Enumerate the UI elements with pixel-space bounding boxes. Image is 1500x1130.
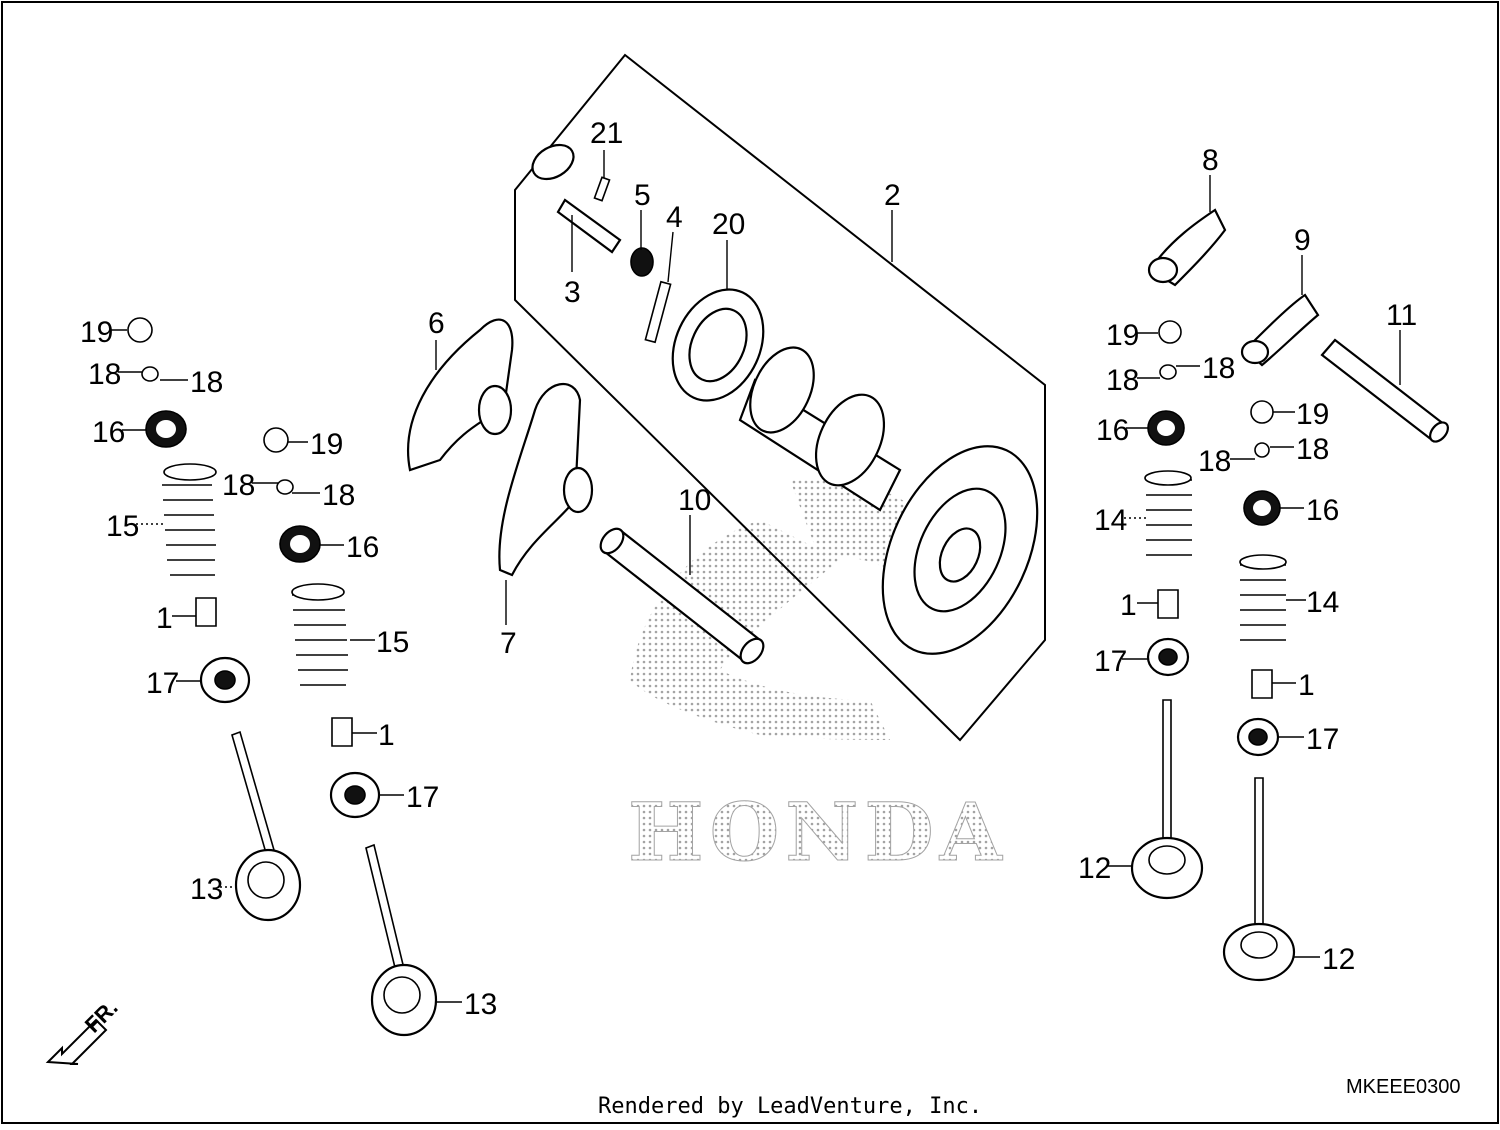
seal-part-1 <box>1157 589 1179 619</box>
callout-12: 12 <box>1322 943 1355 976</box>
callout-3: 3 <box>564 276 581 309</box>
callout-12: 12 <box>1078 852 1111 885</box>
callout-20: 20 <box>712 208 745 241</box>
rocker-arm-part-6 <box>407 318 514 472</box>
cotter-part-18 <box>1159 364 1177 380</box>
valve-train-right-d <box>1222 400 1296 982</box>
callout-19: 19 <box>310 428 343 461</box>
spring-part-15 <box>162 463 217 576</box>
rocker-shaft-part-11 <box>1320 338 1449 443</box>
camshaft-assembly-box <box>514 53 1046 742</box>
render-credit: Rendered by LeadVenture, Inc. <box>598 1094 982 1119</box>
rocker-arm-part-8 <box>1147 208 1227 287</box>
decomp-weight-part <box>531 143 575 181</box>
callout-13: 13 <box>464 988 497 1021</box>
decomp-shaft-part <box>556 198 622 254</box>
callout-16: 16 <box>346 531 379 564</box>
callout-15: 15 <box>106 510 139 543</box>
callout-14: 14 <box>1094 504 1127 537</box>
watermark-brand-text: HONDA <box>628 785 1008 879</box>
callout-7: 7 <box>500 627 517 660</box>
callout-18: 18 <box>1296 433 1329 466</box>
decompressor-parts <box>531 143 672 344</box>
camshaft-part-2 <box>738 346 1039 655</box>
callout-16: 16 <box>1306 494 1339 527</box>
callout-13: 13 <box>190 873 223 906</box>
shim-part-19 <box>127 317 153 343</box>
diagram-code: MKEEE0300 <box>1346 1076 1461 1098</box>
callout-10: 10 <box>678 484 711 517</box>
callout-17: 17 <box>146 667 179 700</box>
valve-train-left-b <box>263 427 438 1037</box>
callout-18: 18 <box>88 358 121 391</box>
callout-17: 17 <box>1094 645 1127 678</box>
callout-5: 5 <box>634 179 651 212</box>
callout-18: 18 <box>190 366 223 399</box>
cotter-part-18 <box>276 479 294 495</box>
callout-1: 1 <box>156 602 173 635</box>
seal-part-1 <box>1251 669 1273 699</box>
front-direction-marker: FR. <box>45 995 123 1065</box>
pin-part-4 <box>644 280 672 344</box>
pin-part-21 <box>593 176 611 202</box>
callout-17: 17 <box>406 781 439 814</box>
rocker-shaft-part-10 <box>599 527 765 665</box>
spring-part-15 <box>291 583 348 686</box>
callout-1: 1 <box>1120 589 1137 622</box>
rocker-arm-part-7 <box>498 382 594 577</box>
valve-part-12 <box>1130 699 1204 900</box>
callout-19: 19 <box>80 316 113 349</box>
shim-part-19 <box>1158 320 1182 344</box>
callout-16: 16 <box>92 416 125 449</box>
valve-train-left-a <box>127 317 302 922</box>
callout-1: 1 <box>378 719 395 752</box>
callout-18: 18 <box>322 479 355 512</box>
rocker-arm-part-9 <box>1240 293 1320 367</box>
callout-18: 18 <box>1202 352 1235 385</box>
cotter-part-18 <box>1254 442 1270 458</box>
spring-part-5 <box>630 247 654 277</box>
front-arrow-icon <box>45 1018 108 1065</box>
spring-part-14 <box>1144 470 1192 556</box>
valve-part-13 <box>231 730 302 922</box>
callout-6: 6 <box>428 307 445 340</box>
callout-18: 18 <box>1106 364 1139 397</box>
callout-16: 16 <box>1096 414 1129 447</box>
callout-21: 21 <box>590 117 623 150</box>
callout-18: 18 <box>222 469 255 502</box>
callout-19: 19 <box>1296 398 1329 431</box>
bearing-part-20 <box>671 288 765 402</box>
callout-17: 17 <box>1306 723 1339 756</box>
callout-8: 8 <box>1202 144 1219 177</box>
callout-19: 19 <box>1106 319 1139 352</box>
callout-18: 18 <box>1198 445 1231 478</box>
valve-train-right-c <box>1130 320 1204 900</box>
shim-part-19 <box>1250 400 1274 424</box>
callout-15: 15 <box>376 626 409 659</box>
seal-part-1 <box>195 597 217 627</box>
callout-14: 14 <box>1306 586 1339 619</box>
valve-part-13 <box>365 843 438 1037</box>
shim-part-19 <box>263 427 289 453</box>
seal-part-1 <box>331 717 353 747</box>
callout-labels: 21 5 4 3 20 2 6 7 10 8 9 11 19 18 18 16 … <box>80 117 1417 1021</box>
callout-4: 4 <box>666 201 683 234</box>
callout-2: 2 <box>884 179 901 212</box>
callout-1: 1 <box>1298 669 1315 702</box>
valve-part-12 <box>1222 777 1296 982</box>
callout-11: 11 <box>1386 299 1417 332</box>
leader-lines <box>110 150 1401 1003</box>
cotter-part-18 <box>141 366 159 382</box>
spring-part-14 <box>1239 554 1287 641</box>
honda-watermark-logo: HONDA <box>628 478 1008 880</box>
callout-9: 9 <box>1294 224 1311 257</box>
